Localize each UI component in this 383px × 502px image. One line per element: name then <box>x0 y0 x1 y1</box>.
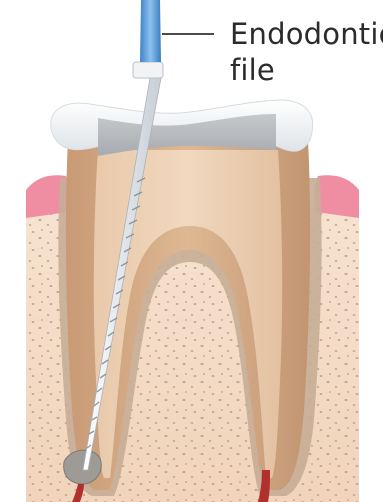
file-label-line2: file <box>230 53 275 87</box>
file-handle <box>140 0 161 62</box>
file-label-line1: Endodontic <box>230 17 383 51</box>
apex-filling-left <box>64 450 102 484</box>
file-collar <box>133 62 163 78</box>
